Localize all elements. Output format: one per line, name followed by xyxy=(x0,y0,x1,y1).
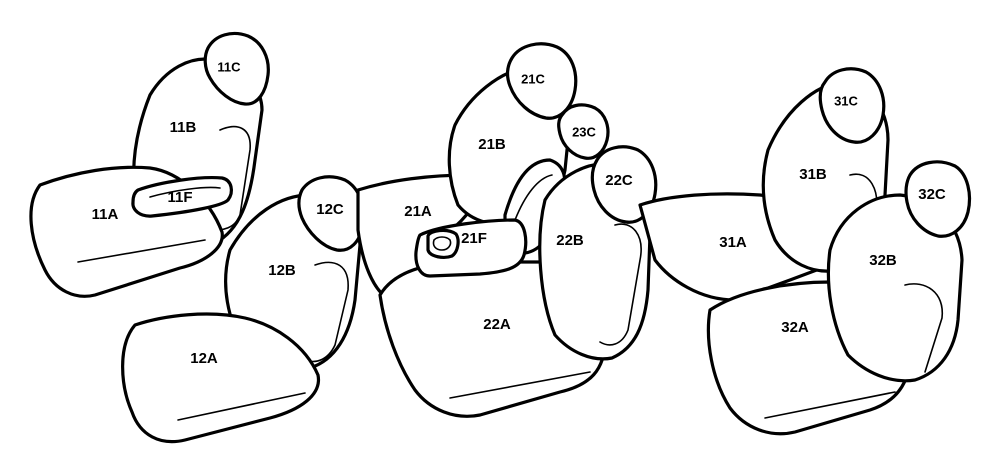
seat-22b-seam xyxy=(599,223,642,346)
seat-32c-headrest[interactable] xyxy=(904,160,972,238)
seat-32b-backrest[interactable] xyxy=(826,193,964,383)
label-23c: 23C xyxy=(572,124,596,139)
seat-31-32 xyxy=(638,67,972,436)
cup-holder xyxy=(426,228,460,259)
seat-23c-headrest[interactable] xyxy=(557,103,610,160)
seat-center-seam xyxy=(514,174,553,221)
seat-32b-seam xyxy=(904,283,943,373)
label-21b: 21B xyxy=(478,136,506,153)
seat-11f-seam xyxy=(149,186,221,198)
seat-12a-cushion[interactable] xyxy=(121,312,320,444)
seat-32a-seam xyxy=(764,391,896,419)
seat-11 xyxy=(29,31,270,298)
label-11f: 11F xyxy=(167,189,192,206)
label-31c: 31C xyxy=(834,93,858,108)
seat-12b-seam xyxy=(304,261,349,363)
seat-21-22 xyxy=(356,42,658,418)
label-11c: 11C xyxy=(217,59,241,74)
label-31b: 31B xyxy=(799,166,827,183)
label-11b: 11B xyxy=(170,119,197,136)
label-11a: 11A xyxy=(92,206,119,223)
label-12a: 12A xyxy=(190,350,218,367)
label-21a: 21A xyxy=(404,203,432,220)
label-21c: 21C xyxy=(521,71,545,86)
seat-12c-headrest[interactable] xyxy=(297,175,366,252)
label-12c: 12C xyxy=(316,201,344,218)
label-32a: 32A xyxy=(781,319,809,336)
label-32c: 32C xyxy=(918,186,946,203)
label-31a: 31A xyxy=(719,234,747,251)
seat-12 xyxy=(121,175,366,444)
seat-11c-headrest[interactable] xyxy=(203,31,270,106)
seat-31c-headrest[interactable] xyxy=(818,67,886,144)
label-22c: 22C xyxy=(605,172,633,189)
seat-22a-seam xyxy=(449,371,591,399)
label-32b: 32B xyxy=(869,252,897,269)
cup-holder-inner xyxy=(432,236,452,251)
seat-12a-seam xyxy=(177,392,306,421)
label-12b: 12B xyxy=(268,262,296,279)
label-22b: 22B xyxy=(556,232,584,249)
seat-labels: 11C 11B 11A 11F 12C 12B 12A 21A 21B 21C … xyxy=(92,59,946,367)
label-22a: 22A xyxy=(483,316,511,333)
label-21f: 21F xyxy=(461,230,487,247)
seat-11a-seam xyxy=(77,239,206,263)
